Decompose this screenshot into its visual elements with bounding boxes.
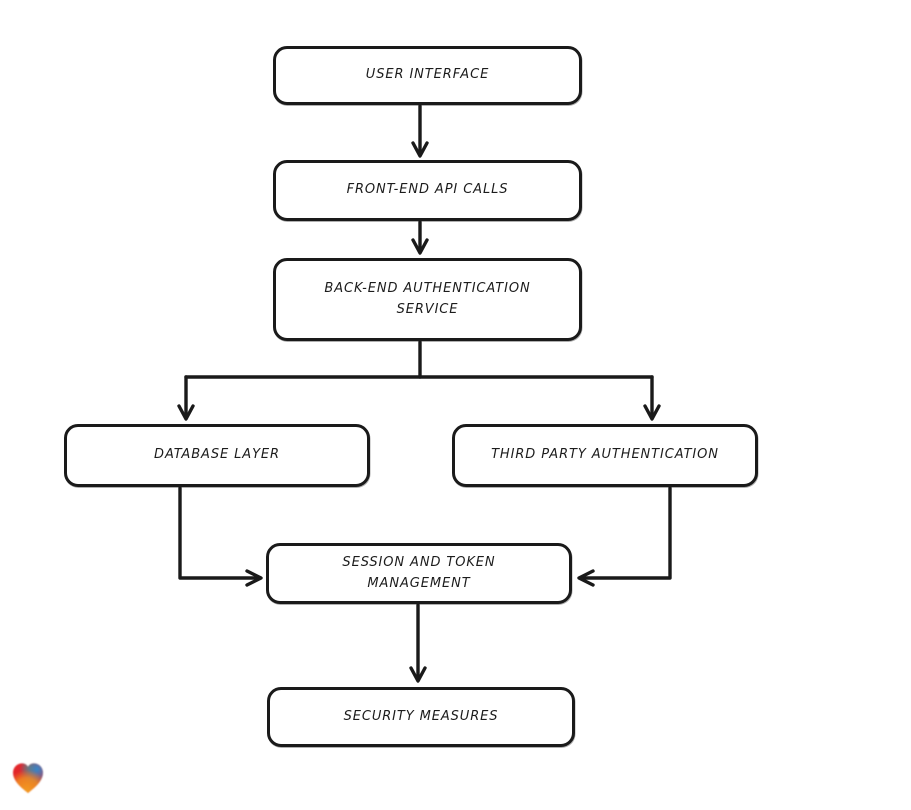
arrowhead-left-icon [577,569,595,587]
node-label: SECURITY MEASURES [343,708,499,724]
node-label: BACK-END AUTHENTICATION SERVICE [324,281,531,317]
node-third-party-authentication: THIRD PARTY AUTHENTICATION [452,424,758,487]
node-label: DATABASE LAYER [154,447,280,463]
node-label: USER INTERFACE [365,67,490,83]
node-label: SESSION AND TOKEN MANAGEMENT [342,555,496,591]
node-database-layer: DATABASE LAYER [64,424,370,487]
arrowhead-down-icon [411,238,429,255]
arrowhead-right-icon [245,569,263,587]
arrowhead-down-icon [411,141,429,158]
node-user-interface: USER INTERFACE [273,46,582,105]
node-label: FRONT-END API CALLS [346,182,509,198]
node-security-measures: SECURITY MEASURES [267,687,575,747]
arrowhead-down-icon [409,666,427,683]
node-front-end-api-calls: FRONT-END API CALLS [273,160,582,221]
node-label: THIRD PARTY AUTHENTICATION [491,447,719,463]
arrowhead-down-icon [643,404,661,421]
node-session-and-token-management: SESSION AND TOKEN MANAGEMENT [266,543,572,604]
gradient-heart-icon [8,757,48,799]
arrowhead-down-icon [177,404,195,421]
edge-third-party-authentication-to-session-management [580,486,672,580]
edge-database-layer-to-session-management [178,486,260,580]
node-back-end-authentication-service: BACK-END AUTHENTICATION SERVICE [273,258,582,341]
